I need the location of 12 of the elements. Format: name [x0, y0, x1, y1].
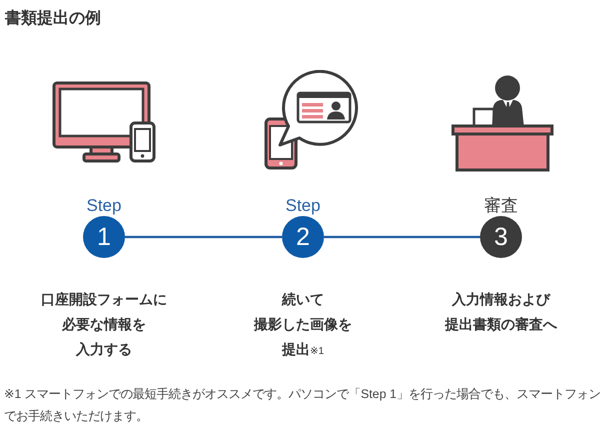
step-number-circle: 3 [480, 216, 522, 258]
footnote: ※1 スマートフォンでの最短手続きがオススメです。パソコンで「Step 1」を行った場合でも、スマートフォンでお手続きいただけます。 [4, 386, 601, 424]
step-description: 入力情報および提出書類の審査へ [445, 290, 557, 334]
step-description: 口座開設フォームに必要な情報を入力する [41, 290, 167, 359]
step-heading: Step [286, 195, 320, 216]
connector-line [125, 236, 282, 238]
step-heading: Step [86, 195, 122, 216]
title: 書類提出の例 [5, 8, 101, 29]
step-number-circle: 1 [83, 216, 125, 258]
connector-line [324, 236, 480, 238]
step-heading: 審査 [484, 195, 518, 216]
step-number-circle: 2 [282, 216, 324, 258]
